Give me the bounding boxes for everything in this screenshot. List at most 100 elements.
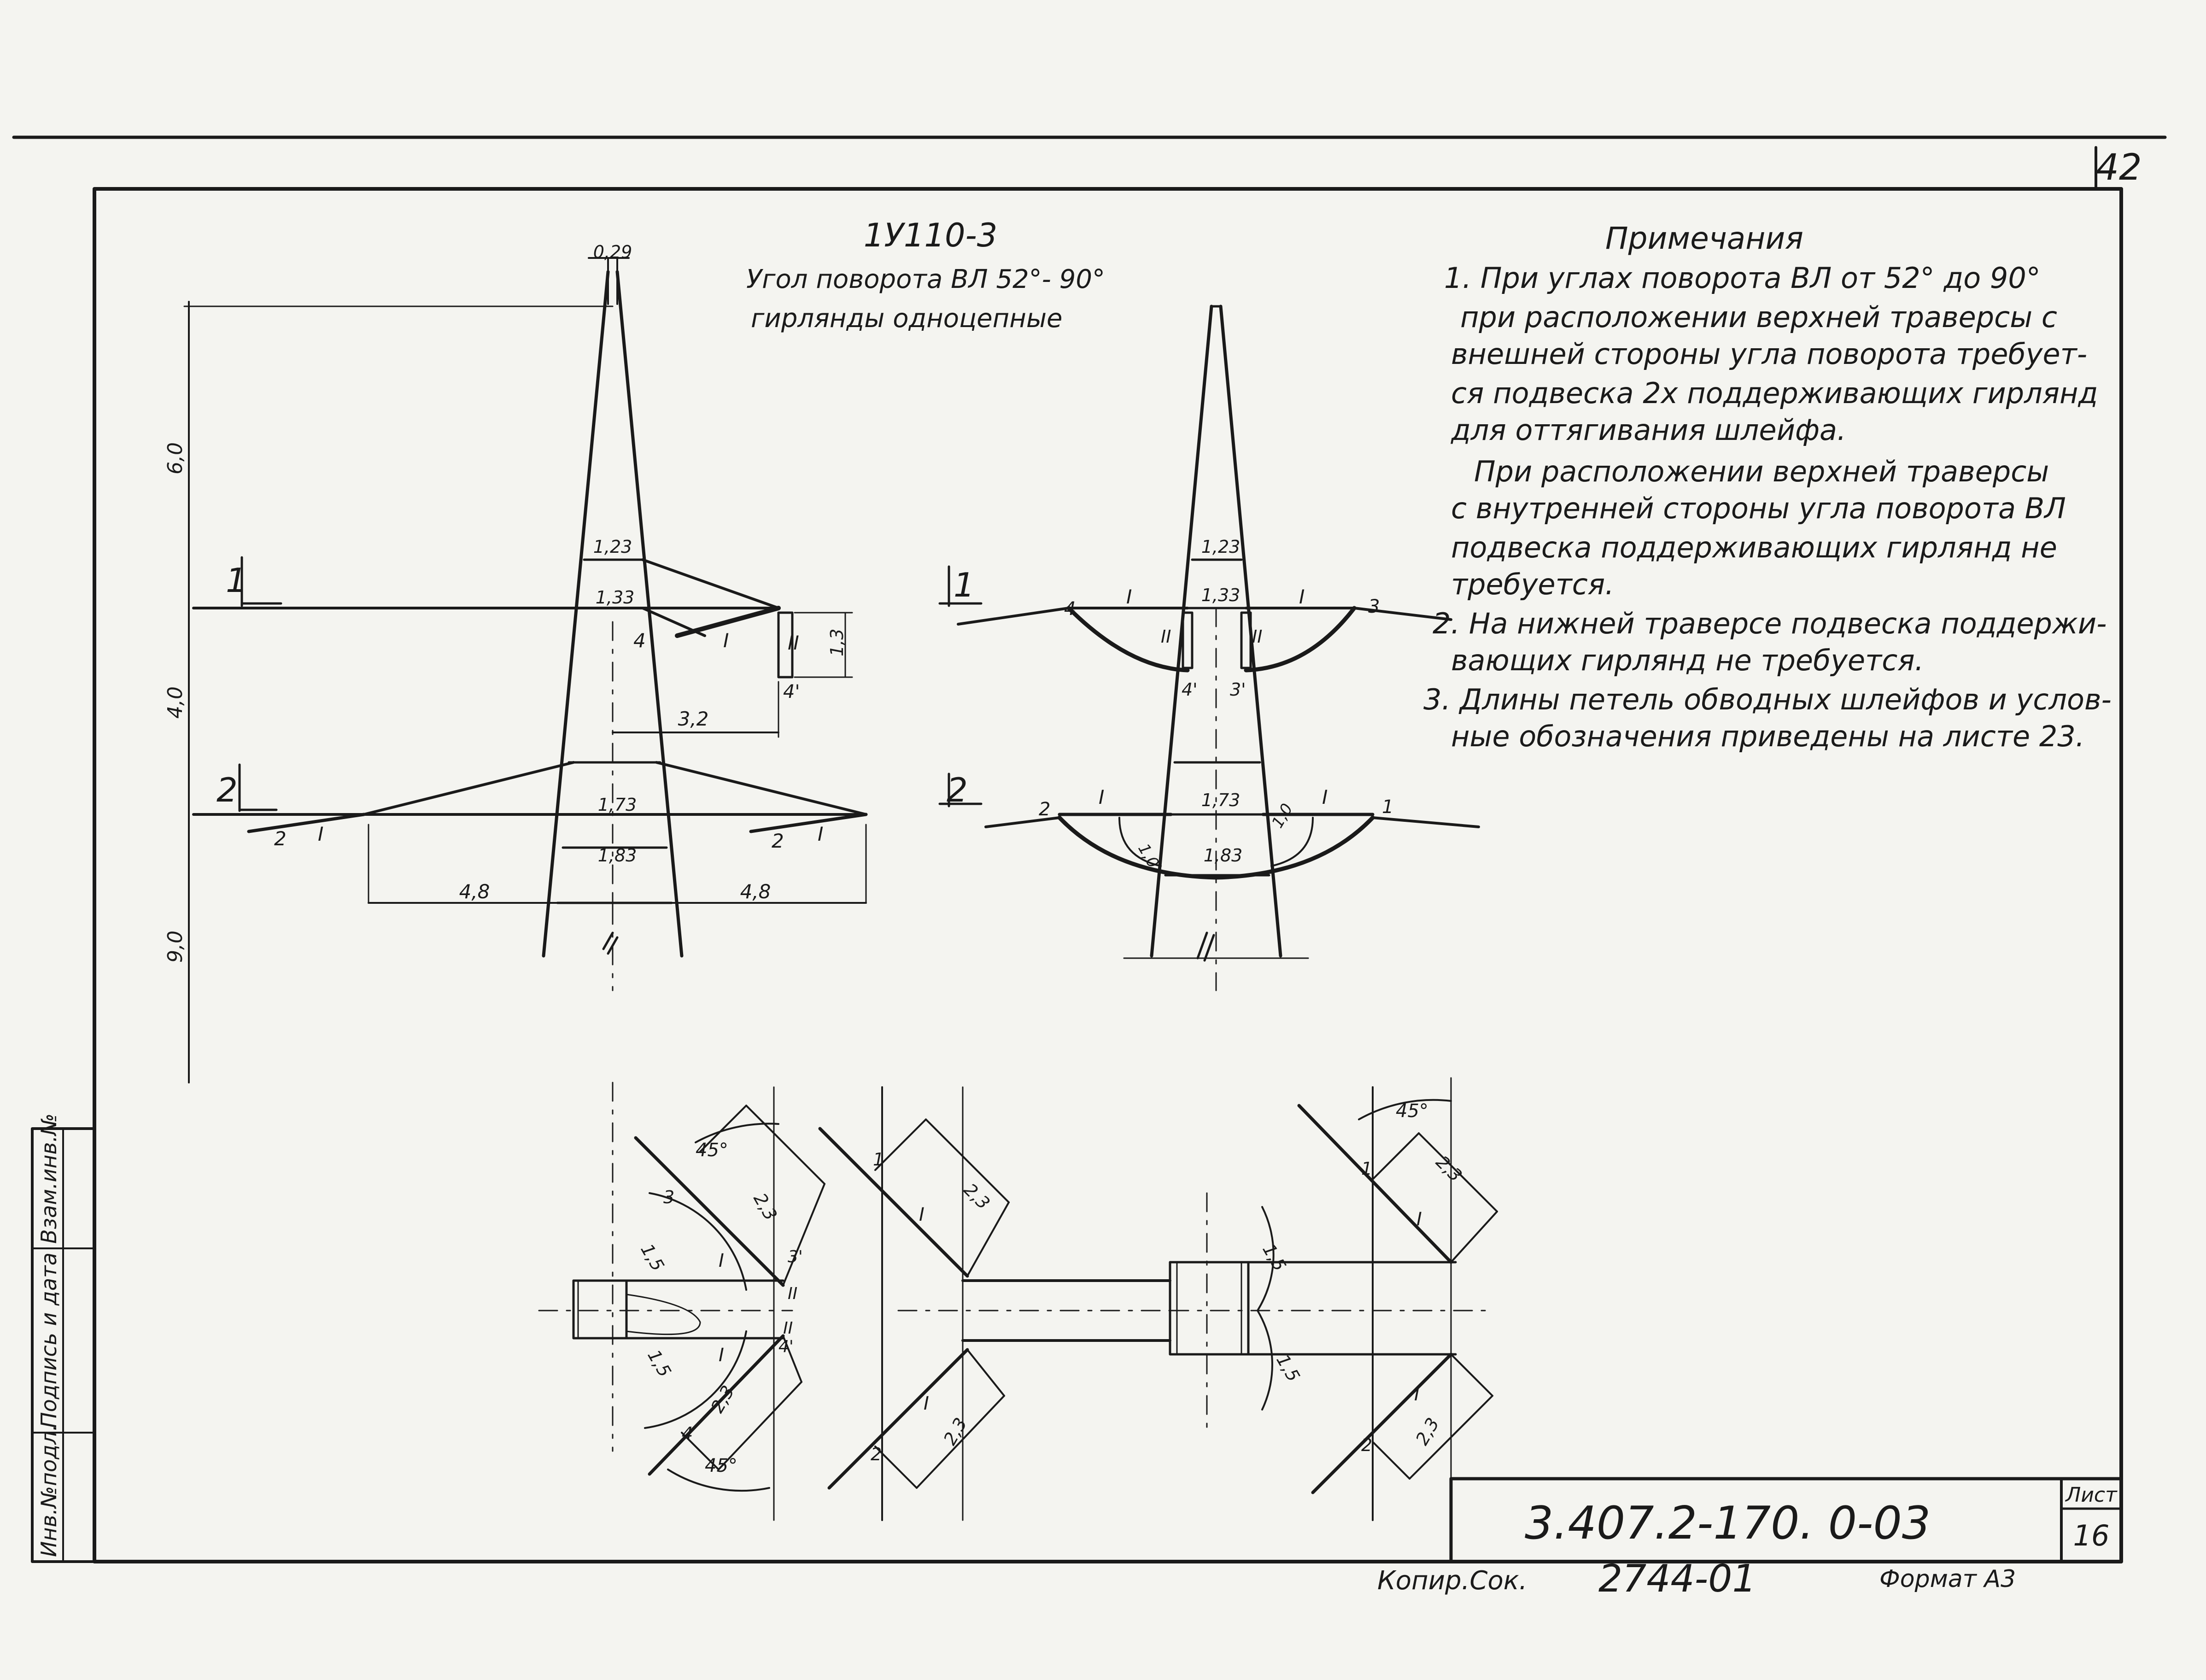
- dim-133-mid: 1,33: [1201, 585, 1241, 605]
- footer-order: 2744-01: [1598, 1557, 1756, 1601]
- footer-format: Формат А3: [1879, 1565, 2016, 1593]
- roman-1-plan3-top: I: [1416, 1209, 1422, 1230]
- dim-13: 1,3: [827, 629, 847, 656]
- note-line: подвеска поддерживающих гирлянд не: [1451, 531, 2057, 564]
- note-line: ные обозначения приведены на листе 23.: [1451, 720, 2084, 753]
- roman-1-mid-low-left: I: [1099, 786, 1104, 808]
- dim-23-plan2-top: 2,3: [960, 1179, 994, 1213]
- title-block: 3.407.2-170. 0-03 Лист 16: [1449, 1477, 2123, 1563]
- note-line: требуется.: [1451, 568, 1614, 601]
- angle-45-plan1-top: 45°: [696, 1140, 728, 1161]
- label-4-mid: 4: [1064, 598, 1076, 620]
- label-3-mid: 3: [1368, 596, 1380, 617]
- drawing-frame: [93, 187, 2123, 1563]
- dim-123-mid: 1,23: [1201, 537, 1241, 557]
- dim-15-plan3-top: 1,5: [1258, 1241, 1290, 1275]
- section-2-left: 2: [217, 771, 238, 809]
- footer-copied: Копир.Сок.: [1377, 1566, 1527, 1596]
- dim-23-plan2-bottom: 2,3: [940, 1414, 971, 1448]
- label-1-plan2: 1: [873, 1149, 884, 1170]
- label-3p-mid: 3': [1230, 679, 1246, 700]
- roman-1-plan1-bottom: I: [719, 1345, 724, 1366]
- notes-title: Примечания: [1605, 221, 1803, 256]
- label-4p-plan1: 4': [778, 1337, 794, 1356]
- dim-arm-48-right: 4,8: [740, 880, 771, 903]
- dim-h-upper: 6,0: [164, 442, 187, 474]
- roman-1-plan3-bottom: I: [1414, 1384, 1420, 1405]
- label-3p-plan1: 3': [788, 1247, 803, 1266]
- tower-elevation-middle: [938, 304, 1480, 991]
- stamp-inv-podl: Инв.№подл.: [36, 1424, 61, 1557]
- tower-elevation-left: [183, 257, 868, 1083]
- dim-183-left: 1,83: [598, 845, 637, 866]
- roman-2-mid-right: II: [1252, 626, 1262, 647]
- dim-15-plan3-bottom: 1,5: [1272, 1351, 1304, 1385]
- label-2-arm-right: 2: [772, 830, 784, 852]
- plan-view-1: [538, 1082, 825, 1521]
- dim-23-plan1-top: 2,3: [749, 1190, 781, 1224]
- roman-1-mid-left: I: [1126, 585, 1132, 608]
- dim-15-plan1-top: 1,5: [637, 1241, 668, 1275]
- label-4p-left: 4': [783, 681, 800, 702]
- note-line: 2. На нижней траверсе подвеска поддержи-: [1433, 607, 2107, 640]
- roman-1-mid-right: I: [1299, 585, 1305, 608]
- roman-1-plan2-top: I: [919, 1204, 925, 1225]
- roman-1-plan2-bottom: I: [924, 1393, 929, 1414]
- sheet-label: Лист: [2065, 1483, 2118, 1507]
- note-line: 3. Длины петель обводных шлейфов и услов…: [1423, 683, 2112, 716]
- dim-123-left: 1,23: [593, 537, 632, 557]
- label-3-plan1: 3: [663, 1187, 674, 1207]
- note-line: ся подвеска 2х поддерживающих гирлянд: [1451, 376, 2098, 410]
- dim-173-left: 1,73: [598, 795, 637, 815]
- label-4-plan1: 4: [682, 1423, 693, 1444]
- dim-arm-48-left: 4,8: [459, 880, 490, 903]
- roman-1-arm-right: I: [818, 823, 823, 845]
- stamp-vzam: Взам.инв.№: [36, 1113, 61, 1244]
- roman-1-arm-left: I: [318, 823, 323, 845]
- label-4p-mid: 4': [1182, 679, 1198, 700]
- dim-15-plan1-bottom: 1,5: [644, 1346, 675, 1381]
- label-2-plan2: 2: [871, 1444, 882, 1464]
- page-number: 42: [2096, 147, 2142, 188]
- roman-1-upper-left: I: [723, 629, 729, 652]
- label-4-left: 4: [633, 629, 646, 652]
- roman-1-plan1-top: I: [719, 1250, 724, 1271]
- stamp-podpis: Подпись и дата: [36, 1253, 61, 1428]
- note-line: при расположении верхней траверсы с: [1460, 300, 2057, 334]
- roman-2-mid-left: II: [1161, 626, 1171, 647]
- label-2-plan3: 2: [1361, 1435, 1372, 1455]
- dim-133-left: 1,33: [596, 587, 635, 608]
- dim-h-mid: 4,0: [164, 686, 187, 719]
- section-2-mid: 2: [947, 771, 968, 809]
- sheet-number: 16: [2073, 1519, 2110, 1552]
- doc-number: 3.407.2-170. 0-03: [1525, 1497, 1931, 1550]
- side-stamp: Инв.№подл. Подпись и дата Взам.инв.№: [31, 1113, 96, 1563]
- note-line: вающих гирлянд не требуется.: [1451, 644, 1924, 677]
- note-line: внешней стороны угла поворота требует-: [1451, 337, 2087, 371]
- dim-arm-32: 3,2: [678, 708, 709, 730]
- label-2-mid: 2: [1039, 799, 1050, 820]
- drawing-subtitle-2: гирлянды одноцепные: [751, 304, 1063, 334]
- roman-2-plan1-bottom: II: [783, 1319, 793, 1338]
- label-1-plan3: 1: [1361, 1159, 1372, 1179]
- section-1-left: 1: [226, 561, 247, 600]
- roman-2-left: II: [788, 632, 799, 654]
- note-line: При расположении верхней траверсы: [1474, 455, 2049, 488]
- note-line: для оттягивания шлейфа.: [1451, 413, 1846, 447]
- roman-2-plan1-top: II: [788, 1284, 797, 1303]
- drawing-subtitle-1: Угол поворота ВЛ 52°- 90°: [746, 264, 1105, 294]
- label-2-arm-left: 2: [274, 827, 287, 850]
- drawing-code: 1У110-3: [864, 217, 998, 254]
- dim-23-plan3-top: 2,3: [1432, 1152, 1466, 1186]
- dim-173-mid: 1,73: [1201, 790, 1241, 810]
- section-1-mid: 1: [954, 566, 975, 604]
- plan-view-3: [1169, 1077, 1498, 1521]
- note-line: 1. При углах поворота ВЛ от 52° до 90°: [1444, 261, 2041, 295]
- dim-10-right: 1,0: [1268, 801, 1297, 831]
- dim-23-plan3-bottom: 2,3: [1412, 1414, 1443, 1448]
- dim-h-lower: 9,0: [164, 931, 187, 963]
- plan-view-2: [818, 1086, 1180, 1521]
- dim-top-width: 0,29: [593, 242, 632, 262]
